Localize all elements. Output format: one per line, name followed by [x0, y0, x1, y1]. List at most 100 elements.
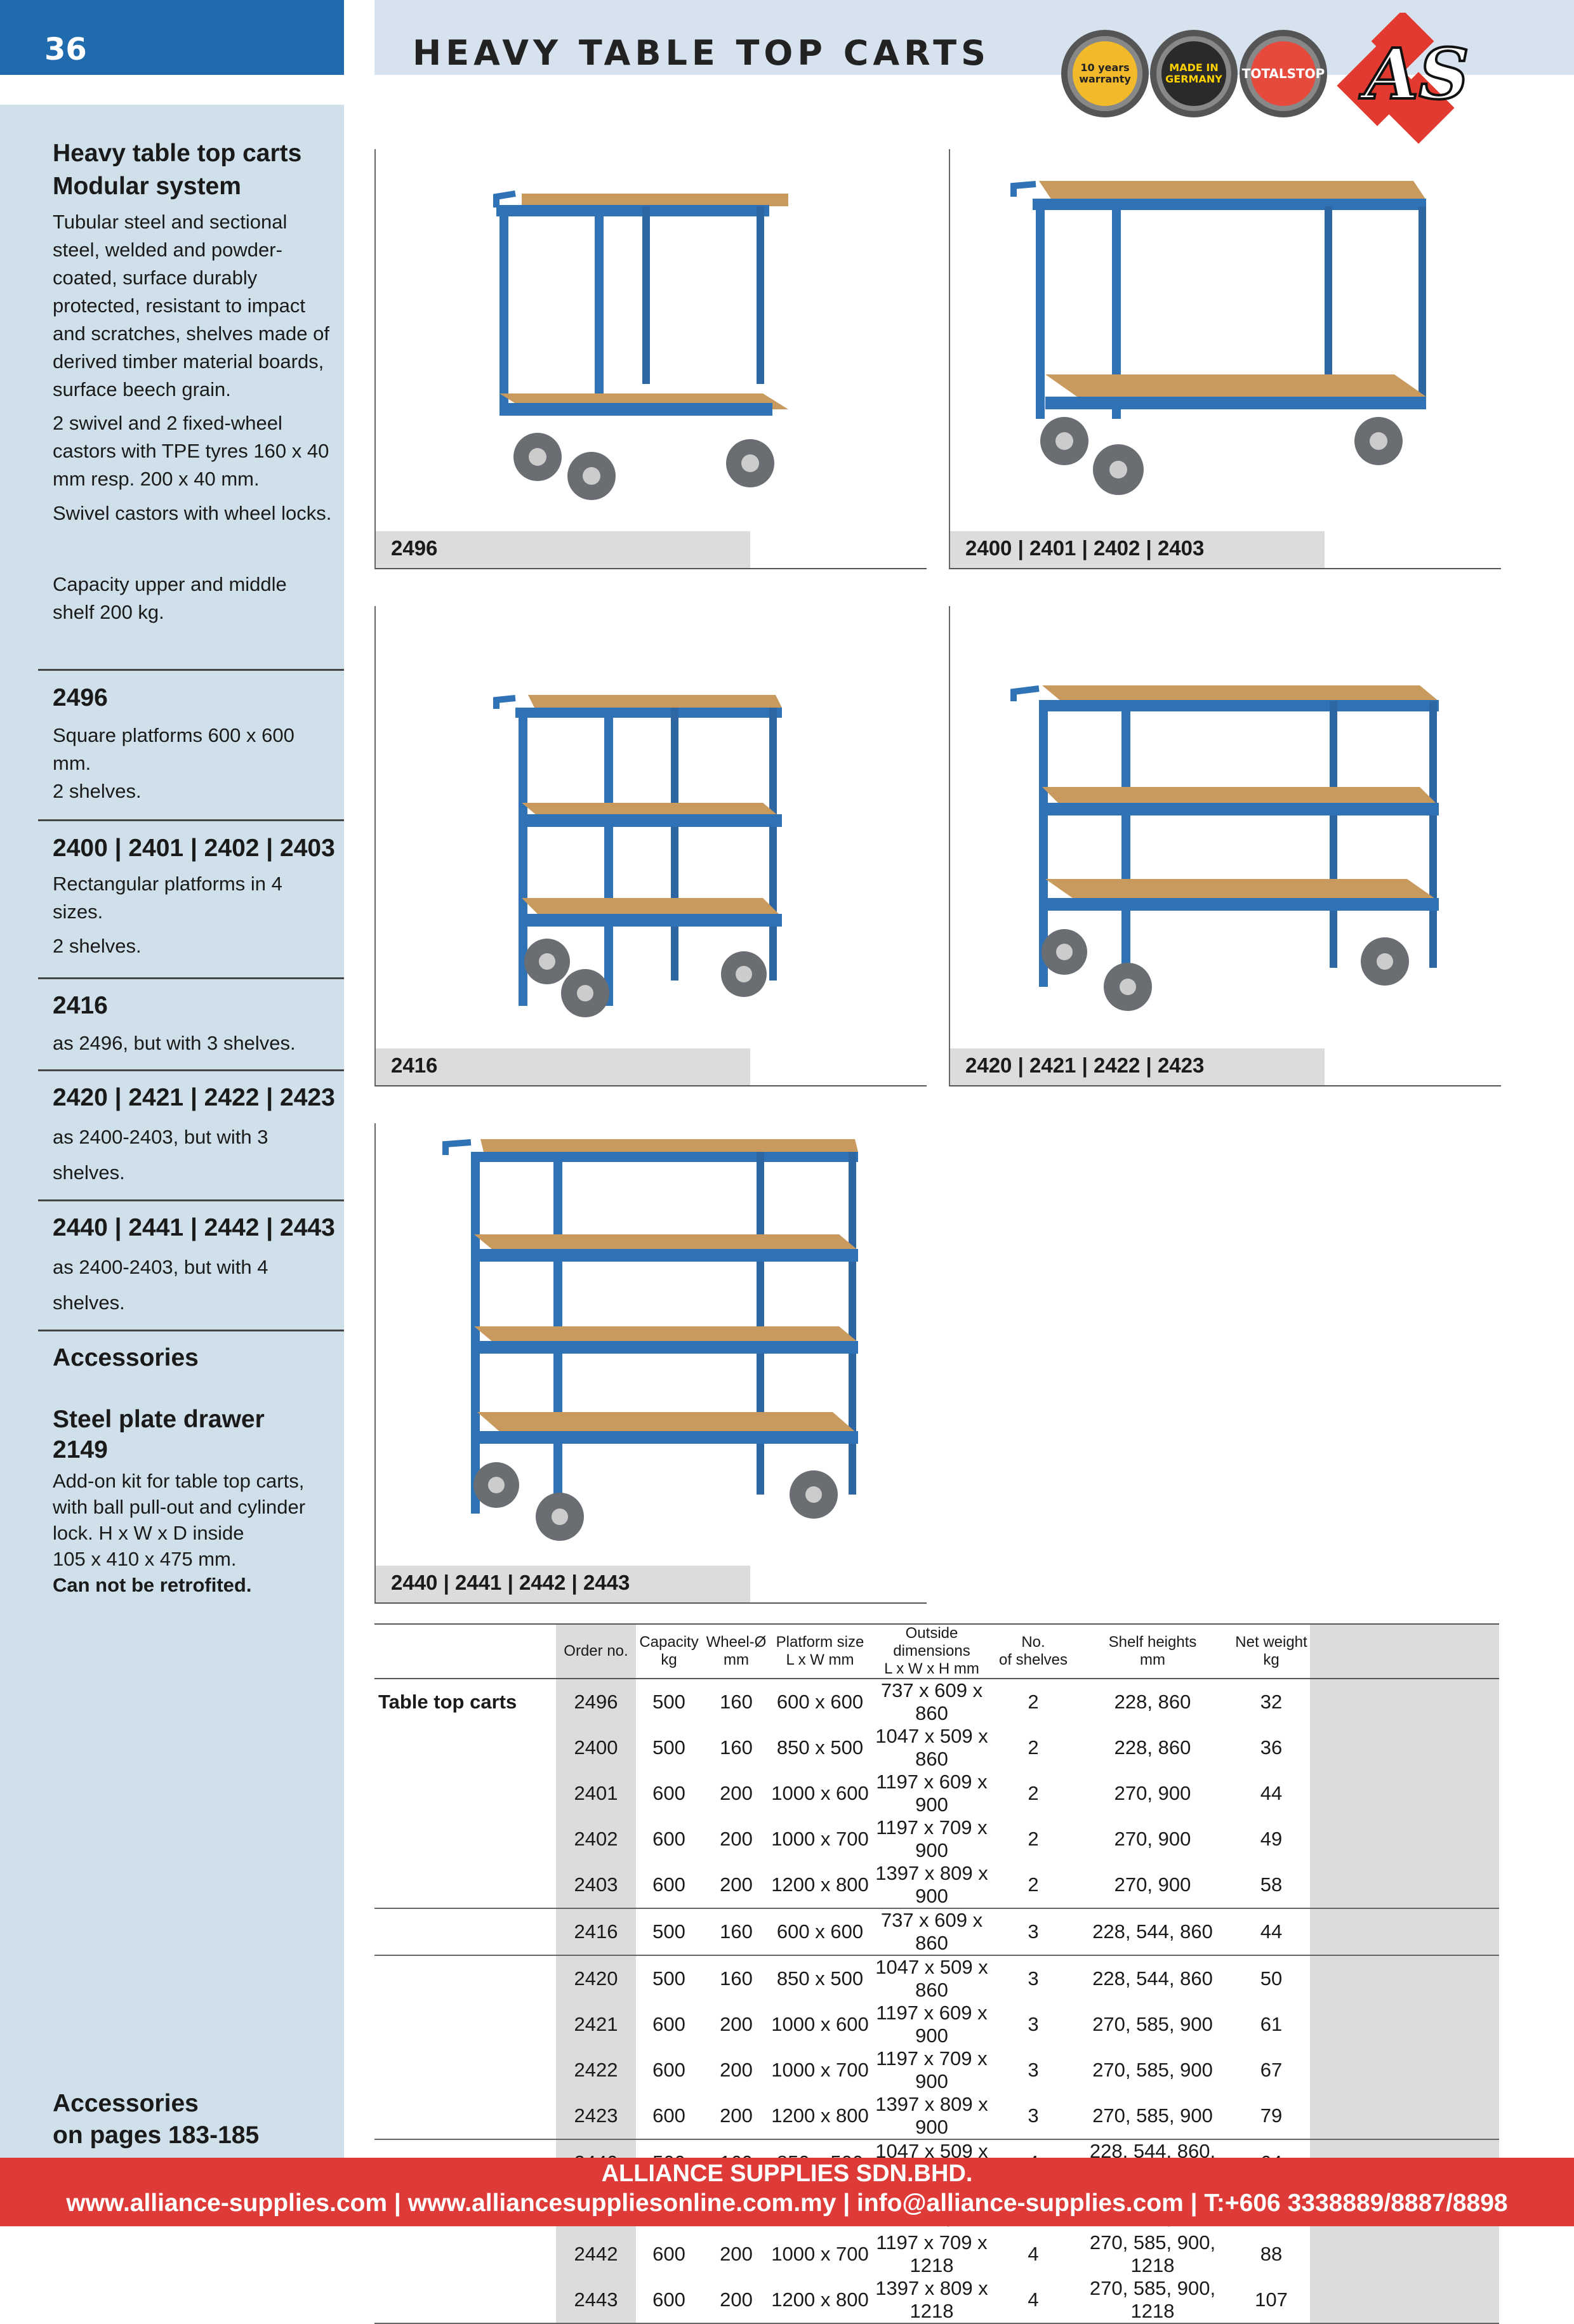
accessories-pages-line: on pages 183-185: [53, 2122, 260, 2149]
table-cell: 737 x 609 x 860: [870, 1908, 994, 1955]
table-cell: 3: [994, 1955, 1073, 2002]
panel-caption: 2420 | 2421 | 2422 | 2423: [950, 1048, 1325, 1085]
product-image-panel: 2440 | 2441 | 2442 | 2443: [374, 1123, 927, 1604]
table-cell: 270, 900: [1114, 1873, 1191, 1896]
table-cell: 600: [652, 2243, 685, 2265]
table-cell: 1197 x 609 x 900: [876, 1771, 988, 1816]
text-line: mm resp. 200 x 40 mm.: [53, 468, 260, 490]
table-cell: 1397 x 809 x 900: [875, 2093, 988, 2138]
table-cell: 500: [652, 1736, 685, 1759]
sidebar: [0, 105, 344, 2158]
text-line: steel, welded and powder-: [53, 239, 282, 261]
table-cell: 1000 x 600: [771, 1782, 869, 1804]
intro-title-line: Heavy table top carts: [53, 140, 302, 167]
table-cell: 4: [1028, 2243, 1039, 2265]
table-cell: 2420: [556, 1955, 636, 2002]
column-header: Outside dimensions L x W x H mm: [870, 1623, 994, 1679]
table-cell: 850 x 500: [776, 1736, 864, 1759]
panel-caption-text: 2440 | 2441 | 2442 | 2443: [391, 1571, 630, 1594]
footer-company: ALLIANCE SUPPLIES SDN.BHD.: [601, 2160, 973, 2187]
text-line: surface beech grain.: [53, 378, 231, 400]
table-cell: 2: [1028, 1873, 1039, 1896]
column-header: Order no.: [556, 1623, 636, 1679]
text-line: Tubular steel and sectional: [53, 211, 288, 233]
table-cell: 1000 x 600: [771, 2013, 869, 2035]
table-cell: 200: [720, 1828, 753, 1850]
table-cell: 270, 585, 900: [1092, 2059, 1213, 2081]
table-cell: 49: [1260, 1828, 1283, 1850]
page-number-box: [0, 0, 344, 75]
cart-4-shelf-rectangular-image: [442, 1139, 858, 1541]
table-cell: 500: [652, 1691, 685, 1713]
row-label: [374, 2277, 556, 2324]
column-header: Capacity kg: [636, 1623, 702, 1679]
table-cell: 228, 544, 860: [1073, 1908, 1233, 1955]
table-cell: 200: [720, 1873, 753, 1896]
text-line: 2 swivel and 2 fixed-wheel: [53, 412, 282, 434]
text-line: sizes.: [53, 901, 103, 923]
table-cell: 2402: [556, 1816, 636, 1862]
table-cell: 1200 x 800: [771, 2104, 869, 2127]
footer-contacts: www.alliance-supplies.com | www.alliance…: [66, 2189, 1508, 2217]
warranty-badge-icon: 10 years warranty: [1068, 36, 1142, 111]
cart-2-shelf-rectangular-image: [1010, 181, 1426, 495]
table-cell: 2: [1028, 1828, 1039, 1850]
table-cell: 1000 x 700: [771, 2243, 869, 2265]
drawer-title-line: 2149: [53, 1436, 108, 1463]
table-cell: 500: [636, 1955, 702, 2002]
table-cell: 600: [652, 2059, 685, 2081]
table-cell: 1200 x 800: [770, 2277, 870, 2324]
table-cell: 79: [1260, 2104, 1283, 2127]
drawer-description: Add-on kit for table top carts, with bal…: [53, 1468, 305, 1598]
table-cell-shaded-blank: [1310, 1679, 1499, 1725]
table-header-row: Order no. Capacity kg Wheel-Ø mm Platfor…: [374, 1623, 1499, 1679]
table-cell: 228, 544, 860: [1073, 1955, 1233, 2002]
cart-2-shelf-square-image: [493, 190, 788, 500]
text-line: shelves.: [53, 1291, 125, 1314]
row-label: [374, 2093, 556, 2139]
table-cell: 2400: [556, 1725, 636, 1771]
table-cell: 160: [702, 1908, 770, 1955]
table-cell: 160: [720, 1691, 753, 1713]
table-cell: 61: [1260, 2013, 1283, 2035]
table-cell: 1197 x 709 x 900: [876, 2047, 988, 2092]
panel-caption: 2496: [376, 531, 750, 568]
table-cell-shaded-blank: [1310, 1908, 1499, 1955]
table-cell-shaded-blank: [1310, 2047, 1499, 2093]
table-cell: 2442: [556, 2231, 636, 2277]
table-cell: 600: [636, 2277, 702, 2324]
table-cell: 270, 585, 900: [1092, 2104, 1213, 2127]
column-header: Platform size L x W mm: [770, 1623, 870, 1679]
model-description-2440: as 2400-2403, but with 4 shelves.: [53, 1250, 268, 1321]
table-cell-shaded-blank: [1310, 1725, 1499, 1771]
table-cell: 228, 860: [1114, 1691, 1191, 1713]
table-cell: 44: [1233, 1908, 1310, 1955]
table-cell: 1197 x 709 x 900: [876, 1816, 988, 1861]
table-cell: 500: [636, 1908, 702, 1955]
table-cell: 2: [1028, 1782, 1039, 1804]
model-description-2496: Square platforms 600 x 600 mm. 2 shelves…: [53, 722, 294, 805]
table-cell-shaded-blank: [1310, 2277, 1499, 2324]
model-title-2420: 2420 | 2421 | 2422 | 2423: [53, 1084, 335, 1111]
table-cell: 88: [1260, 2243, 1283, 2265]
table-cell: 200: [702, 2277, 770, 2324]
table-cell: 58: [1260, 1873, 1283, 1896]
column-header: Wheel-Ø mm: [702, 1623, 770, 1679]
table-cell: 67: [1260, 2059, 1283, 2081]
capacity-note: Capacity upper and middle shelf 200 kg.: [53, 571, 287, 626]
text-line: Rectangular platforms in 4: [53, 873, 282, 895]
table-cell: 1000 x 700: [771, 2059, 869, 2081]
wheel-lock-note: Swivel castors with wheel locks.: [53, 502, 332, 524]
table-cell: 3: [1028, 2104, 1039, 2127]
intro-description: Tubular steel and sectional steel, welde…: [53, 208, 329, 404]
header-blank: [374, 1623, 556, 1679]
product-image-panel: 2496: [374, 149, 927, 569]
table-cell: 32: [1260, 1691, 1283, 1713]
